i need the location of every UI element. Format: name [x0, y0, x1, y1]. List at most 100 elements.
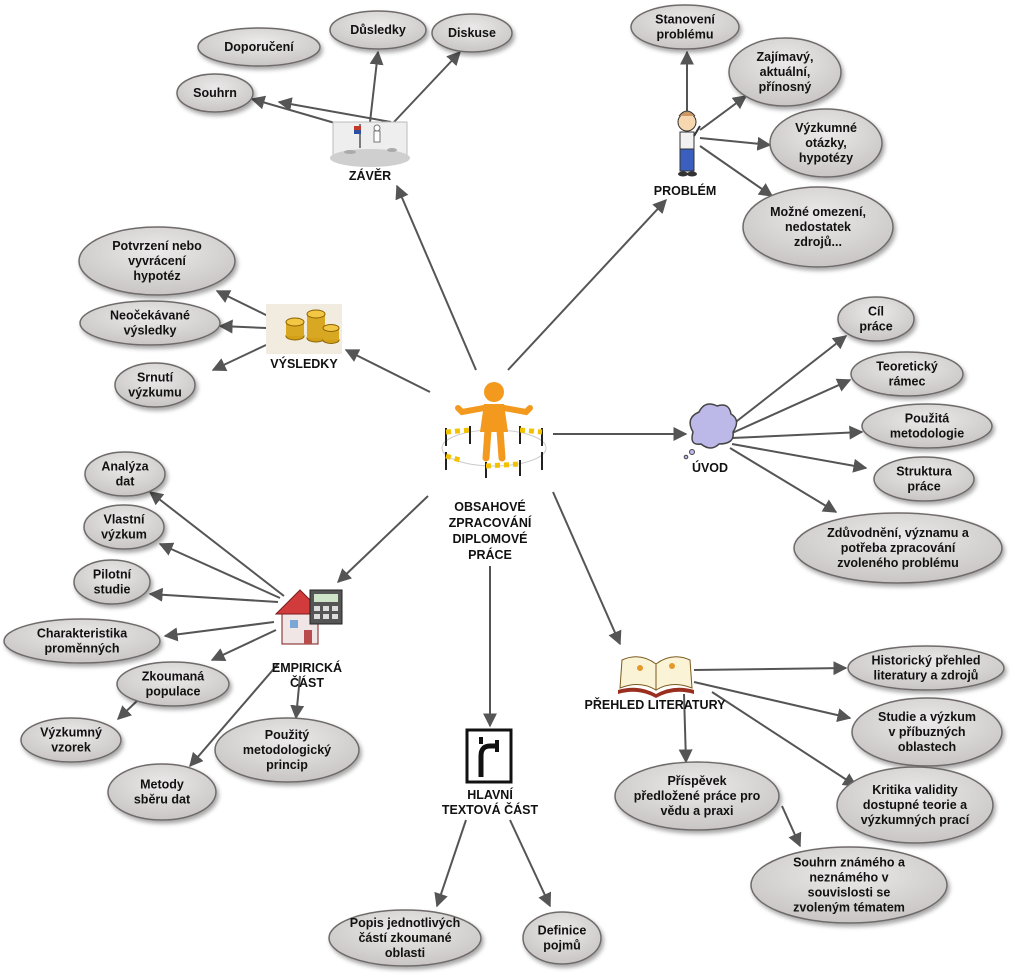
connector-arrow	[215, 290, 269, 317]
connector-arrow	[189, 663, 279, 768]
connector-arrow	[336, 495, 429, 583]
node-ellipse	[83, 504, 165, 550]
node-ellipse	[837, 296, 915, 342]
house-calculator-icon	[274, 589, 343, 645]
connector-arrow	[158, 542, 281, 599]
node-ellipse	[79, 300, 221, 346]
node-ellipse	[728, 37, 842, 107]
node-ellipse	[78, 226, 236, 296]
thinking-man-icon	[677, 110, 701, 177]
hub-label-zaver: ZÁVĚR	[349, 168, 391, 183]
connector-arrow	[434, 819, 467, 908]
node-ellipse	[114, 362, 196, 408]
connector-arrow	[781, 805, 802, 848]
hub-label-problem: PROBLÉM	[654, 183, 717, 198]
node-ellipse	[107, 763, 217, 821]
node-ellipse	[861, 403, 993, 449]
node-ellipse	[176, 73, 254, 113]
connector-arrow	[729, 378, 852, 435]
person-shrug-icon	[441, 382, 547, 478]
connector-arrow	[678, 693, 693, 764]
connector-arrow	[507, 198, 667, 371]
open-book-icon	[618, 656, 694, 698]
node-ellipse	[630, 4, 740, 50]
connector-arrow	[393, 50, 461, 123]
gold-coins-icon	[266, 304, 342, 354]
node-label: Diskuse	[448, 26, 496, 40]
node-ellipse	[847, 645, 1005, 691]
node-souhrn: Souhrn	[176, 73, 254, 113]
node-zajimavy: Zajímavý,aktuální,přínosný	[728, 37, 842, 107]
connector-arrow	[699, 136, 772, 151]
hub-uvod: ÚVOD	[683, 403, 738, 475]
connector-arrow	[148, 587, 279, 603]
node-ellipse	[214, 717, 360, 783]
connector-arrow	[699, 145, 774, 197]
node-ellipse	[742, 186, 894, 268]
node-ellipse	[328, 909, 482, 967]
connector-arrow	[210, 629, 277, 661]
hub-label-uvod: ÚVOD	[692, 460, 728, 475]
node-ellipse	[769, 108, 883, 178]
node-ellipse	[850, 351, 964, 397]
node-ellipse	[614, 761, 780, 831]
connector-arrow	[369, 50, 384, 123]
connector-arrow	[711, 691, 858, 787]
node-dusledky: Důsledky	[329, 10, 427, 50]
connector-arrow	[277, 97, 392, 123]
connector-arrow	[552, 491, 622, 646]
node-ellipse	[836, 766, 994, 844]
hub-vysledky: VÝSLEDKY	[266, 304, 342, 371]
connector-arrow	[344, 349, 431, 393]
node-doporuceni: Doporučení	[197, 27, 321, 67]
connector-arrow	[163, 621, 275, 642]
hub-label-vysledky: VÝSLEDKY	[270, 356, 338, 371]
thought-cloud-icon	[683, 403, 738, 460]
node-label: Zajímavý,aktuální,přínosný	[757, 50, 814, 94]
node-ellipse	[116, 661, 230, 707]
connector-arrow	[395, 184, 477, 371]
node-ellipse	[197, 27, 321, 67]
node-ellipse	[851, 697, 1003, 767]
node-ellipse	[20, 717, 122, 763]
connector-arrow	[693, 661, 848, 676]
node-ellipse	[873, 456, 975, 502]
